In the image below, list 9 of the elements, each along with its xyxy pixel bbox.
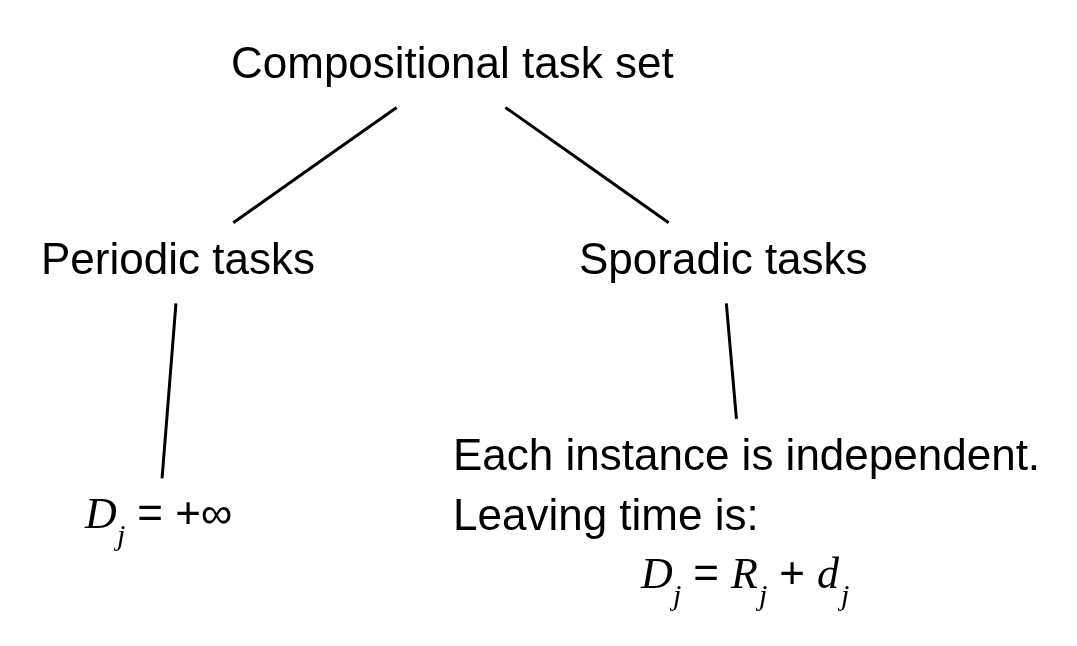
node-text: Periodic tasks xyxy=(41,234,315,284)
node-text: Each instance is independent. Leaving time is: D$_{j}$ = R$_{j}$ + d$_{j}$ xyxy=(453,430,1041,611)
connector xyxy=(504,106,670,224)
node-text: Compositional task set xyxy=(231,38,674,88)
connector xyxy=(724,303,738,420)
connector xyxy=(232,106,398,224)
connector xyxy=(160,303,178,479)
node-text: D$_{j}$ = +∞ xyxy=(85,488,233,551)
node-text: Sporadic tasks xyxy=(579,234,868,284)
